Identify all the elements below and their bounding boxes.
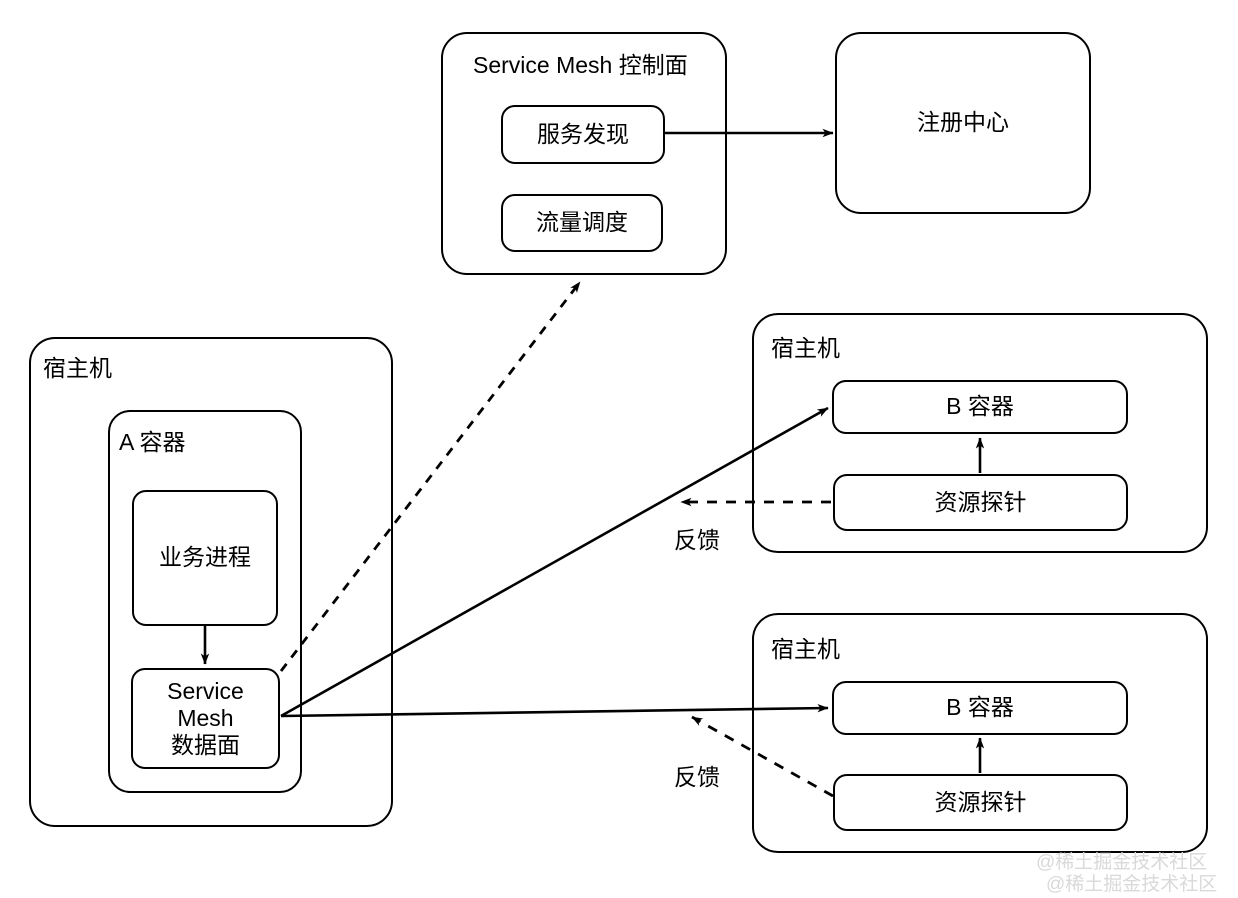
edge-sidecar-to-b-container-bottom [280, 703, 829, 718]
resource-probe-top-box[interactable] [833, 474, 1128, 531]
host-top-right-box[interactable] [752, 313, 1208, 553]
host-top-right-title: 宿主机 [771, 335, 840, 361]
edge-feedback-bottom [691, 715, 834, 798]
edge-sidecar-to-b-container-top [280, 406, 829, 718]
host-bottom-right-box[interactable] [752, 613, 1208, 853]
control-plane-title: Service Mesh 控制面 [473, 52, 688, 78]
edge-sidecar-to-controlplane [279, 281, 582, 672]
container-a-title: A 容器 [119, 429, 186, 455]
container-a-box[interactable] [108, 410, 302, 793]
traffic-scheduling-box[interactable] [501, 194, 663, 252]
feedback-label-top: 反馈 [674, 527, 720, 553]
business-process-box[interactable] [132, 490, 278, 626]
control-plane-box[interactable] [441, 32, 727, 275]
watermark-line-2: @稀土掘金技术社区 [1046, 874, 1218, 895]
service-discovery-box[interactable] [501, 105, 665, 164]
host-left-box[interactable] [29, 337, 393, 827]
host-bottom-right-title: 宿主机 [771, 636, 840, 662]
service-mesh-data-plane-box[interactable] [131, 668, 280, 769]
registry-center-box[interactable] [835, 32, 1091, 214]
resource-probe-bottom-box[interactable] [833, 774, 1128, 831]
host-left-title: 宿主机 [43, 355, 112, 381]
b-container-top-box[interactable] [832, 380, 1128, 434]
feedback-label-bottom: 反馈 [674, 764, 720, 790]
watermark-line-1: @稀土掘金技术社区 [1036, 852, 1208, 873]
b-container-bottom-box[interactable] [832, 681, 1128, 735]
